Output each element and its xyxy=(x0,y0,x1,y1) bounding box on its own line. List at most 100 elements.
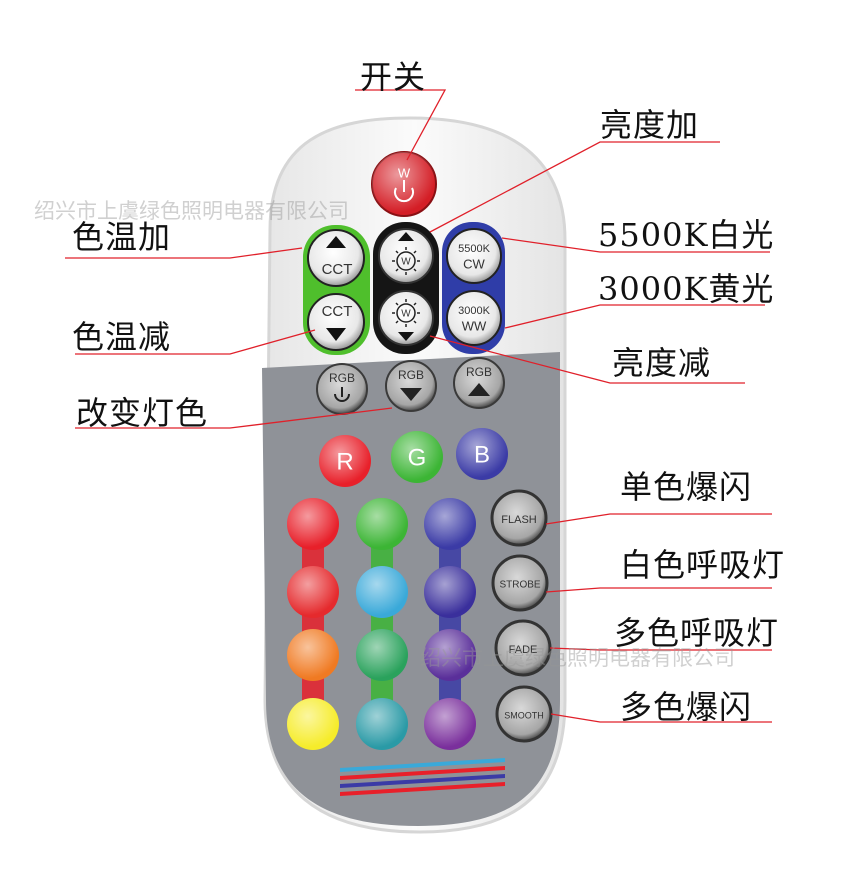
cw-label: CW xyxy=(463,256,485,271)
color-button-shine xyxy=(287,629,339,681)
color-button[interactable] xyxy=(287,498,339,550)
sun-icon xyxy=(392,247,420,275)
color-button[interactable] xyxy=(424,698,476,750)
bottom-stripe xyxy=(340,782,505,796)
label-3000k: 3000K黄光 xyxy=(598,270,775,308)
r-label: R xyxy=(336,448,353,475)
fade-label: FADE xyxy=(509,644,538,656)
triangle-down-icon xyxy=(400,388,422,401)
triangle-down-icon xyxy=(326,328,346,341)
color-button[interactable] xyxy=(424,566,476,618)
annotation-lines xyxy=(65,89,772,723)
color-button-shine xyxy=(287,498,339,550)
line-change-color xyxy=(75,407,393,429)
line-power xyxy=(355,89,447,161)
strobe-button[interactable]: STROBE xyxy=(491,554,549,612)
line-cct-down xyxy=(75,329,316,355)
color-button-shine xyxy=(356,566,408,618)
strobe-label: STROBE xyxy=(499,580,540,591)
line-ww xyxy=(504,304,765,329)
line-strobe xyxy=(545,587,772,593)
smooth-label: SMOOTH xyxy=(504,710,544,720)
color-button[interactable] xyxy=(356,498,408,550)
ww-value: 3000K xyxy=(458,305,490,317)
color-strip xyxy=(371,524,393,724)
triangle-down-icon xyxy=(398,332,414,341)
g-label: G xyxy=(408,444,427,471)
color-button[interactable] xyxy=(287,566,339,618)
color-button-shine xyxy=(287,698,339,750)
color-button-shine xyxy=(424,566,476,618)
smooth-button[interactable]: SMOOTH xyxy=(495,685,553,743)
triangle-up-icon xyxy=(398,232,414,241)
label-cct-down: 色温减 xyxy=(72,318,172,356)
cct-down-label: CCT xyxy=(322,303,353,320)
b-label: B xyxy=(474,441,490,468)
cct-up-button[interactable]: CCT xyxy=(307,229,365,287)
b-button[interactable]: B xyxy=(456,428,508,480)
ww-3000k-button[interactable]: 3000K WW xyxy=(446,290,502,346)
color-button-shine xyxy=(356,629,408,681)
label-brightness-down: 亮度减 xyxy=(612,344,712,382)
g-button[interactable]: G xyxy=(391,431,443,483)
power-icon xyxy=(394,180,414,203)
bottom-stripes xyxy=(340,758,505,796)
label-multi-fade: 多色呼吸灯 xyxy=(614,614,780,652)
color-button-shine xyxy=(424,698,476,750)
rgb-power-label: RGB xyxy=(329,371,355,385)
rgb-up-label: RGB xyxy=(466,365,492,379)
color-button-shine xyxy=(356,498,408,550)
color-button[interactable] xyxy=(424,629,476,681)
label-cct-up: 色温加 xyxy=(72,218,172,256)
label-change-color: 改变灯色 xyxy=(76,394,209,432)
label-multi-flash: 多色爆闪 xyxy=(620,688,753,726)
cct-up-label: CCT xyxy=(322,261,353,278)
brightness-down-w: W xyxy=(401,309,411,320)
label-power: 开关 xyxy=(360,58,427,96)
triangle-up-icon xyxy=(326,236,346,248)
rgb-down-button[interactable]: RGB xyxy=(385,360,437,412)
line-smooth xyxy=(550,713,772,723)
flash-button[interactable]: FLASH xyxy=(490,489,548,547)
label-white-fade: 白色呼吸灯 xyxy=(620,546,786,584)
cct-down-button[interactable]: CCT xyxy=(307,293,365,351)
color-button-shine xyxy=(287,566,339,618)
color-button[interactable] xyxy=(287,698,339,750)
brightness-down-button[interactable]: W xyxy=(378,290,434,346)
label-single-flash: 单色爆闪 xyxy=(620,468,753,506)
color-button[interactable] xyxy=(356,566,408,618)
watermark-middle: 绍兴市上虞绿色照明电器有限公司 xyxy=(420,646,735,670)
bottom-stripe xyxy=(340,758,505,772)
line-flash xyxy=(545,513,772,525)
color-grid xyxy=(287,498,476,750)
color-button[interactable] xyxy=(287,629,339,681)
color-button[interactable] xyxy=(356,698,408,750)
label-5500k: 5500K白光 xyxy=(598,216,775,254)
color-strip xyxy=(302,524,324,724)
line-fade xyxy=(549,647,772,651)
power-button[interactable]: W xyxy=(371,151,437,217)
triangle-up-icon xyxy=(468,383,490,396)
line-cct-up xyxy=(65,247,303,259)
label-brightness-up: 亮度加 xyxy=(600,106,700,144)
brightness-up-button[interactable]: W xyxy=(378,228,434,284)
ww-label: WW xyxy=(462,318,487,333)
flash-label: FLASH xyxy=(501,514,537,526)
cw-5500k-button[interactable]: 5500K CW xyxy=(446,228,502,284)
sun-icon xyxy=(392,299,420,327)
color-button-shine xyxy=(424,629,476,681)
line-brightness-up xyxy=(429,141,720,233)
color-button-shine xyxy=(424,498,476,550)
r-button[interactable]: R xyxy=(319,435,371,487)
color-button[interactable] xyxy=(424,498,476,550)
color-button[interactable] xyxy=(356,629,408,681)
power-letter: W xyxy=(398,165,411,180)
line-brightness-down xyxy=(429,335,745,384)
rgb-power-button[interactable]: RGB xyxy=(316,363,368,415)
watermark-top: 绍兴市上虞绿色照明电器有限公司 xyxy=(34,199,349,223)
line-cw xyxy=(501,237,770,253)
rgb-down-label: RGB xyxy=(398,368,424,382)
rgb-up-button[interactable]: RGB xyxy=(453,357,505,409)
color-strip xyxy=(439,524,461,724)
